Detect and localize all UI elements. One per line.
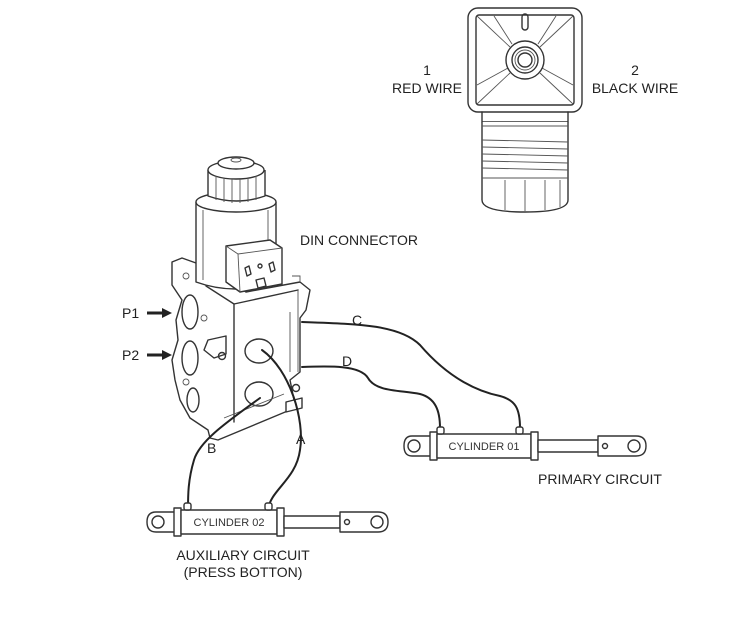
port-a-bore xyxy=(244,338,274,364)
hoses: C D A B xyxy=(187,312,521,511)
port-a-label: A xyxy=(296,431,306,447)
pin-2-label: BLACK WIRE xyxy=(592,80,678,96)
connector-threads xyxy=(481,125,569,211)
cylinder-02: CYLINDER 02 AUXILIARY CIRCUIT (PRESS BOT… xyxy=(146,502,389,580)
valve-body xyxy=(171,257,311,441)
port-b-bore xyxy=(244,381,274,407)
port-p2-bore xyxy=(181,340,199,376)
connector-face xyxy=(475,14,575,106)
p1-arrow-icon xyxy=(147,308,172,318)
connector-key-slot xyxy=(521,13,529,31)
connector-socket xyxy=(505,40,545,80)
cylinder-01-barrel xyxy=(436,433,532,459)
auxiliary-circuit-label: AUXILIARY CIRCUIT xyxy=(176,547,310,563)
hose-a xyxy=(261,349,302,511)
pin-1-label: RED WIRE xyxy=(392,80,462,96)
port-p1-bore xyxy=(181,294,199,330)
connector-ribs xyxy=(476,15,574,105)
cylinder-01: CYLINDER 01 PRIMARY CIRCUIT xyxy=(403,426,662,487)
cylinder-01-label: CYLINDER 01 xyxy=(449,441,520,453)
port-p2-label: P2 xyxy=(122,347,139,363)
auxiliary-circuit-note: (PRESS BOTTON) xyxy=(184,564,303,580)
pin-2-number: 2 xyxy=(631,62,639,78)
hose-d xyxy=(301,365,441,429)
port-c-label: C xyxy=(352,312,362,328)
port-p1-label: P1 xyxy=(122,305,139,321)
cylinder-02-barrel xyxy=(180,509,278,535)
port-b-label: B xyxy=(207,440,216,456)
cylinder-02-rod xyxy=(283,515,341,529)
pin-1-number: 1 xyxy=(423,62,431,78)
solenoid-valve: P1 P2 DIN CONNECTOR xyxy=(122,156,418,441)
din-connector-detail: 1 RED WIRE 2 BLACK WIRE xyxy=(392,7,678,213)
primary-circuit-label: PRIMARY CIRCUIT xyxy=(538,471,662,487)
p2-arrow-icon xyxy=(147,350,172,360)
port-d-label: D xyxy=(342,353,352,369)
cylinder-02-label: CYLINDER 02 xyxy=(194,517,265,529)
hose-c xyxy=(301,321,521,429)
din-plug xyxy=(225,239,283,293)
hose-b xyxy=(187,397,261,511)
connector-body xyxy=(481,122,569,213)
cylinder-01-rod xyxy=(537,439,599,453)
din-connector-label: DIN CONNECTOR xyxy=(300,232,418,248)
